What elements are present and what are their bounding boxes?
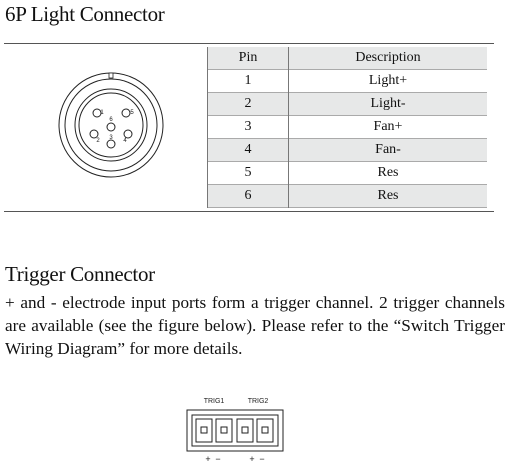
- table-row: 5 Res: [207, 161, 487, 185]
- table-row: 1 Light+: [207, 69, 487, 93]
- cell-pin: 5: [207, 161, 289, 185]
- table-row: 2 Light-: [207, 92, 487, 116]
- trigger-terminal-diagram: TRIG1 TRIG2 + − + −: [186, 398, 284, 464]
- trigger-connector-title: Trigger Connector: [5, 262, 155, 286]
- trig2-label: TRIG2: [248, 398, 269, 405]
- polarity-label: −: [259, 454, 264, 464]
- light-connector-title: 6P Light Connector: [5, 2, 165, 26]
- trigger-connector-description: + and - electrode input ports form a tri…: [5, 293, 505, 358]
- circular-connector-diagram: 1 5 6 2 3 4: [58, 72, 164, 178]
- cell-description: Res: [288, 184, 487, 208]
- table-row: 6 Res: [207, 184, 487, 208]
- cell-pin: 2: [207, 92, 289, 116]
- pin-hole-3: [106, 139, 116, 149]
- pin-hole-2: [89, 129, 99, 139]
- table-header-row: Pin Description: [207, 47, 487, 70]
- pin-hole-1: [92, 108, 102, 118]
- pin-label-6: 6: [109, 117, 113, 123]
- polarity-label: +: [205, 454, 210, 464]
- pin-label-2: 2: [96, 138, 100, 144]
- pin-hole-6: [106, 122, 116, 132]
- section-divider-top: [4, 43, 494, 44]
- cell-pin: 3: [207, 115, 289, 139]
- cell-pin: 6: [207, 184, 289, 208]
- trig1-label: TRIG1: [204, 398, 225, 405]
- cell-pin: 1: [207, 69, 289, 93]
- pin-label-5: 5: [130, 110, 134, 116]
- section-divider-bottom: [4, 211, 494, 212]
- cell-description: Light-: [288, 92, 487, 116]
- cell-description: Fan-: [288, 138, 487, 162]
- pin-hole-5: [121, 108, 131, 118]
- table-row: 3 Fan+: [207, 115, 487, 139]
- pin-label-1: 1: [100, 110, 104, 116]
- polarity-label: −: [215, 454, 220, 464]
- pin-label-4: 4: [123, 138, 127, 144]
- header-description: Description: [288, 47, 487, 70]
- pin-description-table: Pin Description 1 Light+ 2 Light- 3 Fan+…: [207, 47, 487, 208]
- polarity-label: +: [249, 454, 254, 464]
- table-row: 4 Fan-: [207, 138, 487, 162]
- cell-description: Res: [288, 161, 487, 185]
- pin-hole-4: [123, 129, 133, 139]
- cell-pin: 4: [207, 138, 289, 162]
- pin-label-3: 3: [109, 135, 113, 141]
- cell-description: Light+: [288, 69, 487, 93]
- header-pin: Pin: [207, 47, 289, 70]
- cell-description: Fan+: [288, 115, 487, 139]
